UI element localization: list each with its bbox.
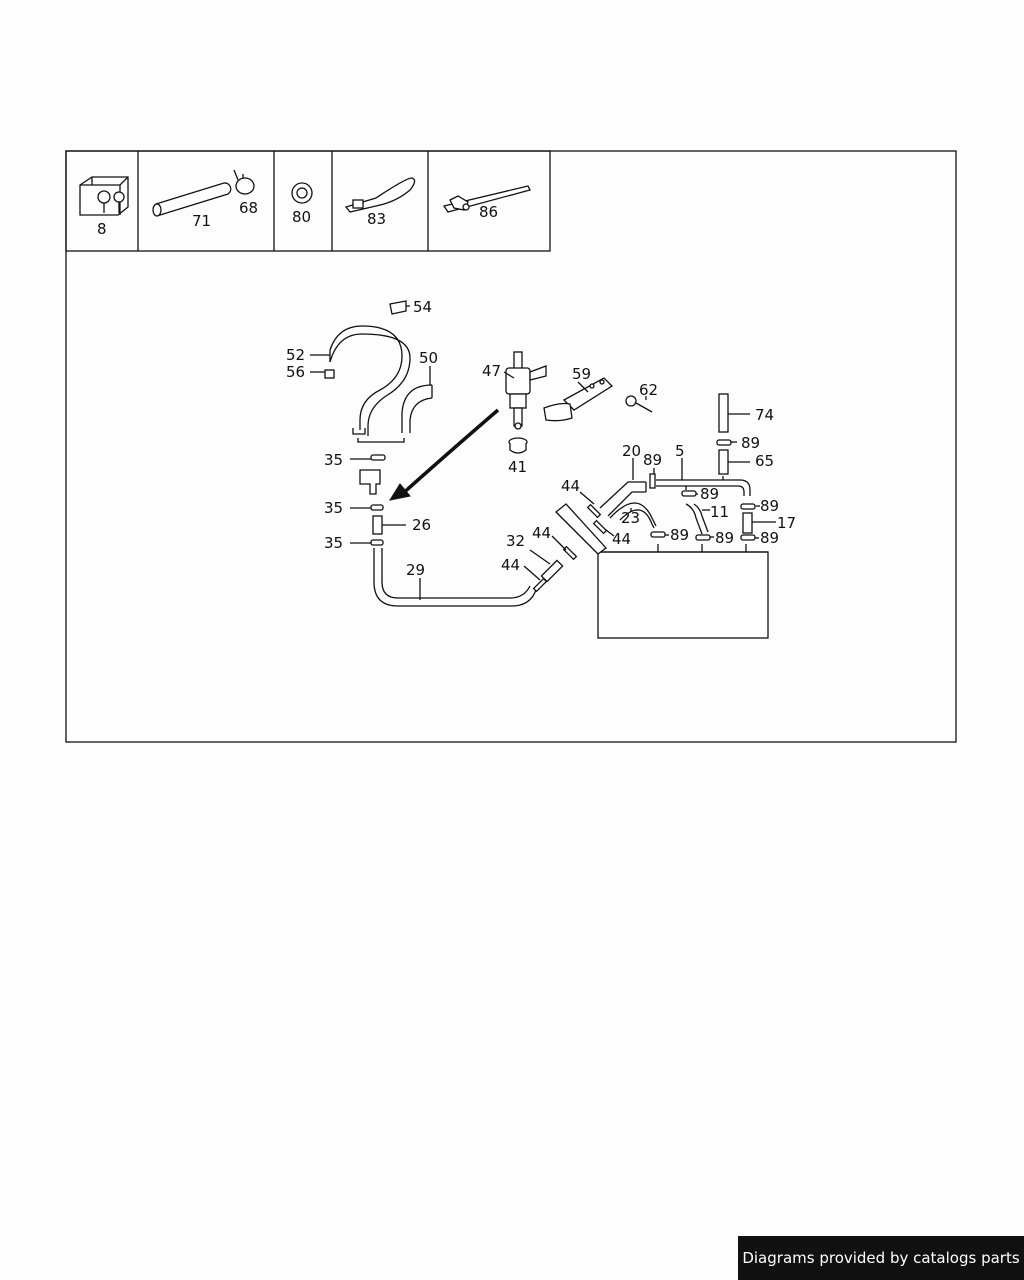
callout-35-b: 35 bbox=[324, 499, 343, 517]
credit-banner: Diagrams provided by catalogs parts bbox=[738, 1236, 1024, 1280]
screw-62 bbox=[625, 395, 653, 413]
bracket-59 bbox=[543, 377, 614, 422]
clamp-35-b bbox=[370, 504, 384, 511]
callout-41: 41 bbox=[508, 458, 527, 476]
hose-44-a bbox=[586, 503, 602, 519]
clamp-35-a bbox=[370, 454, 386, 461]
callout-62: 62 bbox=[639, 381, 658, 399]
connector-t bbox=[359, 469, 381, 495]
hose-52 bbox=[329, 325, 411, 436]
hose-65 bbox=[718, 449, 729, 475]
part-68-icon bbox=[233, 169, 255, 195]
clamp-89-d bbox=[740, 503, 756, 510]
hose-17 bbox=[742, 512, 753, 534]
hose-32 bbox=[540, 559, 564, 583]
part-54-icon bbox=[389, 300, 407, 315]
hose-50 bbox=[401, 384, 433, 433]
clamp-89-c bbox=[681, 490, 697, 497]
legend-strip bbox=[65, 150, 551, 252]
grommet-41 bbox=[508, 437, 528, 454]
callout-89-c: 89 bbox=[700, 485, 719, 503]
fuel-tank bbox=[555, 503, 769, 639]
callout-26: 26 bbox=[412, 516, 431, 534]
hose-44-d bbox=[532, 577, 548, 593]
callout-35-a: 35 bbox=[324, 451, 343, 469]
callout-20: 20 bbox=[622, 442, 641, 460]
callout-47: 47 bbox=[482, 362, 501, 380]
callout-89-d: 89 bbox=[760, 497, 779, 515]
direction-arrow bbox=[398, 408, 500, 498]
part-80-icon bbox=[291, 182, 313, 204]
legend-label-71: 71 bbox=[192, 212, 211, 230]
part-83-icon bbox=[344, 177, 416, 213]
hose-20 bbox=[599, 481, 647, 517]
clamp-89-b bbox=[716, 439, 732, 446]
callout-56: 56 bbox=[286, 363, 305, 381]
callout-59: 59 bbox=[572, 365, 591, 383]
hose-26 bbox=[372, 515, 383, 535]
legend-label-80: 80 bbox=[292, 208, 311, 226]
clamp-89-e bbox=[740, 534, 756, 541]
callout-44-a: 44 bbox=[561, 477, 580, 495]
hose-5 bbox=[656, 479, 751, 496]
part-86-icon bbox=[442, 185, 531, 213]
leader-lines bbox=[310, 354, 776, 600]
clamp-89-g bbox=[695, 534, 711, 541]
callout-44-b: 44 bbox=[532, 524, 551, 542]
clamp-89-f bbox=[650, 531, 666, 538]
callout-17: 17 bbox=[777, 514, 796, 532]
legend-label-83: 83 bbox=[367, 210, 386, 228]
part-56-icon bbox=[324, 369, 335, 379]
hose-29 bbox=[373, 548, 537, 607]
callout-32: 32 bbox=[506, 532, 525, 550]
hose-44-b bbox=[592, 519, 608, 535]
fuel-filter-47 bbox=[505, 351, 547, 430]
callout-44-c: 44 bbox=[612, 530, 631, 548]
callout-50: 50 bbox=[419, 349, 438, 367]
callout-89-g: 89 bbox=[760, 529, 779, 547]
callout-29: 29 bbox=[406, 561, 425, 579]
callout-89-a: 89 bbox=[741, 434, 760, 452]
part-71-icon bbox=[152, 182, 232, 217]
legend-label-68: 68 bbox=[239, 199, 258, 217]
callout-23: 23 bbox=[621, 509, 640, 527]
callout-89-f: 89 bbox=[715, 529, 734, 547]
callout-11: 11 bbox=[710, 503, 729, 521]
hose-23 bbox=[609, 502, 657, 529]
callout-89-e: 89 bbox=[670, 526, 689, 544]
clamp-89-a bbox=[649, 473, 656, 489]
part-8-icon bbox=[79, 176, 129, 216]
legend-label-86: 86 bbox=[479, 203, 498, 221]
callout-74: 74 bbox=[755, 406, 774, 424]
callout-65: 65 bbox=[755, 452, 774, 470]
callout-35-c: 35 bbox=[324, 534, 343, 552]
callout-5: 5 bbox=[675, 442, 685, 460]
callout-52: 52 bbox=[286, 346, 305, 364]
hose-11 bbox=[685, 503, 709, 535]
hose-74 bbox=[718, 393, 729, 433]
callout-44-d: 44 bbox=[501, 556, 520, 574]
callout-54: 54 bbox=[413, 298, 432, 316]
legend-label-8: 8 bbox=[97, 220, 107, 238]
hose-44-c bbox=[562, 545, 578, 561]
callout-89-b: 89 bbox=[643, 451, 662, 469]
clamp-35-c bbox=[370, 539, 384, 546]
